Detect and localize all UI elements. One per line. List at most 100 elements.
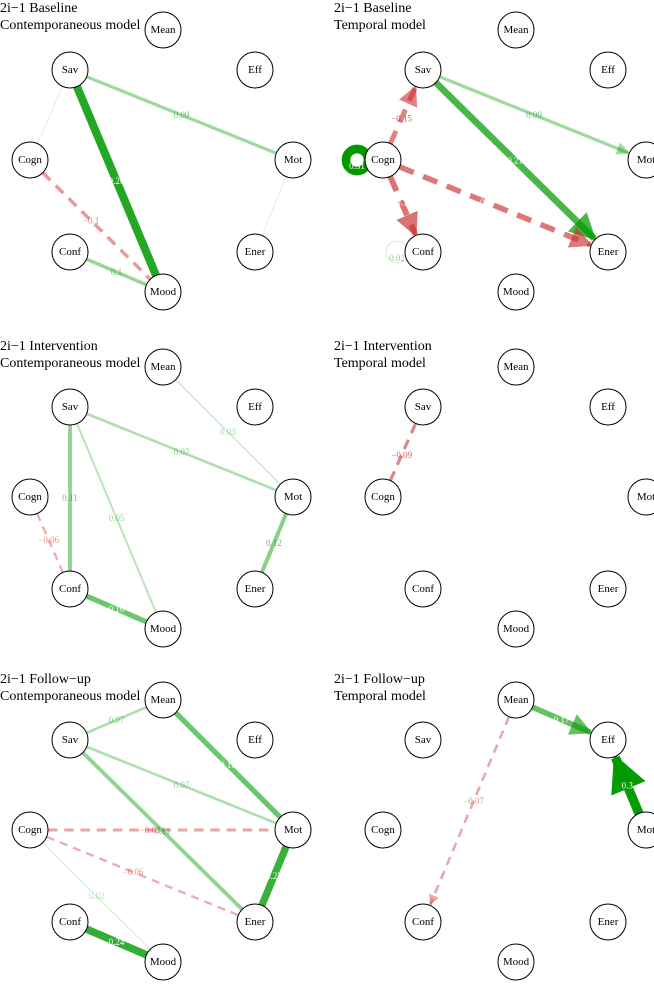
panel-title-line2: Temporal model bbox=[334, 689, 426, 704]
edge-label: 0.17 bbox=[554, 715, 570, 725]
panel: 2i−1 Follow−up Contemporaneous model Mea… bbox=[0, 672, 312, 981]
node-label: Ener bbox=[245, 916, 266, 928]
network-edge bbox=[388, 422, 418, 482]
node-circle bbox=[364, 141, 402, 179]
node-label: Mood bbox=[150, 956, 177, 968]
node-cogn: Cogn bbox=[11, 811, 49, 849]
node-conf: Conf bbox=[51, 903, 89, 941]
node-label: Conf bbox=[59, 583, 81, 595]
network-edge bbox=[42, 842, 151, 950]
edge-label: 0.3 bbox=[622, 780, 634, 790]
node-ener: Ener bbox=[236, 570, 274, 608]
node-circle bbox=[144, 11, 182, 49]
node-label: Ener bbox=[245, 246, 266, 258]
node-circle bbox=[274, 478, 312, 516]
edge-label: 0.26 bbox=[109, 176, 125, 186]
node-eff: Eff bbox=[589, 721, 627, 759]
node-label: Eff bbox=[601, 401, 615, 413]
node-label: Eff bbox=[601, 734, 615, 746]
node-label: Ener bbox=[598, 916, 619, 928]
node-ener: Ener bbox=[589, 233, 627, 271]
node-label: Mean bbox=[503, 361, 529, 373]
node-circle bbox=[144, 943, 182, 981]
edge-label-group: 0.170.3−0.07 bbox=[463, 715, 633, 806]
edge-label: 0.05 bbox=[109, 513, 125, 523]
panel-title-line2: Contemporaneous model bbox=[0, 18, 140, 33]
edge-group bbox=[341, 75, 630, 264]
node-eff: Eff bbox=[589, 51, 627, 89]
network-edge bbox=[175, 379, 281, 485]
edge-label: 0.07 bbox=[109, 715, 125, 725]
edge-label-group: −0.09 bbox=[391, 450, 412, 460]
edge-label: −0.09 bbox=[391, 450, 412, 460]
panel-title-line1: 2i−1 Intervention bbox=[334, 339, 432, 354]
network-edge bbox=[46, 835, 239, 917]
network-edge bbox=[36, 86, 64, 144]
node-sav: Sav bbox=[404, 388, 442, 426]
edge-label: −0.17 bbox=[475, 197, 496, 207]
edge-label: 0.23 bbox=[266, 871, 282, 881]
network-edge bbox=[85, 593, 148, 625]
panel-title-line1: 2i−1 Baseline bbox=[0, 1, 78, 16]
node-circle bbox=[236, 388, 274, 426]
node-label: Conf bbox=[59, 916, 81, 928]
node-mean: Mean bbox=[497, 681, 535, 719]
node-label: Ener bbox=[245, 583, 266, 595]
node-label: Eff bbox=[601, 64, 615, 76]
node-circle bbox=[589, 903, 627, 941]
node-circle bbox=[51, 233, 89, 271]
node-label: Mot bbox=[284, 154, 302, 166]
node-sav: Sav bbox=[51, 721, 89, 759]
network-edge bbox=[86, 745, 277, 825]
node-circle bbox=[236, 51, 274, 89]
edge-label: −0.08 bbox=[140, 825, 161, 835]
node-sav: Sav bbox=[404, 721, 442, 759]
node-label: Eff bbox=[248, 734, 262, 746]
node-circle bbox=[627, 141, 654, 179]
node-eff: Eff bbox=[236, 721, 274, 759]
network-edge bbox=[36, 513, 64, 573]
edge-label: 0.07 bbox=[174, 447, 190, 457]
node-circle bbox=[51, 721, 89, 759]
node-circle bbox=[11, 478, 49, 516]
edge-label: 0.02 bbox=[389, 253, 405, 263]
node-label: Cogn bbox=[371, 824, 395, 836]
node-circle bbox=[497, 348, 535, 386]
node-label: Mot bbox=[637, 491, 654, 503]
node-label: Conf bbox=[412, 583, 434, 595]
network-edge bbox=[173, 710, 283, 820]
node-label: Mot bbox=[637, 824, 654, 836]
panel-title-line1: 2i−1 Follow−up bbox=[0, 672, 91, 687]
network-edge bbox=[259, 512, 289, 574]
node-label: Mean bbox=[150, 694, 176, 706]
node-circle bbox=[144, 348, 182, 386]
node-circle bbox=[497, 681, 535, 719]
panel-title-line2: Contemporaneous model bbox=[0, 356, 140, 371]
node-circle bbox=[497, 11, 535, 49]
edge-label: 0.16 bbox=[220, 760, 236, 770]
node-conf: Conf bbox=[404, 903, 442, 941]
node-eff: Eff bbox=[589, 388, 627, 426]
network-edge bbox=[398, 164, 593, 248]
edge-label: 0.07 bbox=[174, 780, 190, 790]
node-circle bbox=[144, 681, 182, 719]
network-edge bbox=[429, 716, 511, 906]
node-conf: Conf bbox=[404, 233, 442, 271]
edge-label-group: 0.110.070.050.030.12−0.060.16 bbox=[38, 427, 282, 614]
node-mot: Mot bbox=[274, 141, 312, 179]
node-label: Conf bbox=[412, 916, 434, 928]
edge-label: 0.02 bbox=[89, 891, 105, 901]
node-mood: Mood bbox=[144, 943, 182, 981]
panel-title-line2: Contemporaneous model bbox=[0, 689, 140, 704]
edge-label: 0.12 bbox=[266, 538, 282, 548]
node-label: Cogn bbox=[18, 154, 42, 166]
node-sav: Sav bbox=[51, 388, 89, 426]
edge-label: −0.1 bbox=[83, 216, 99, 226]
node-circle bbox=[236, 570, 274, 608]
node-circle bbox=[364, 478, 402, 516]
edge-label: 0.16 bbox=[109, 604, 125, 614]
node-eff: Eff bbox=[236, 51, 274, 89]
